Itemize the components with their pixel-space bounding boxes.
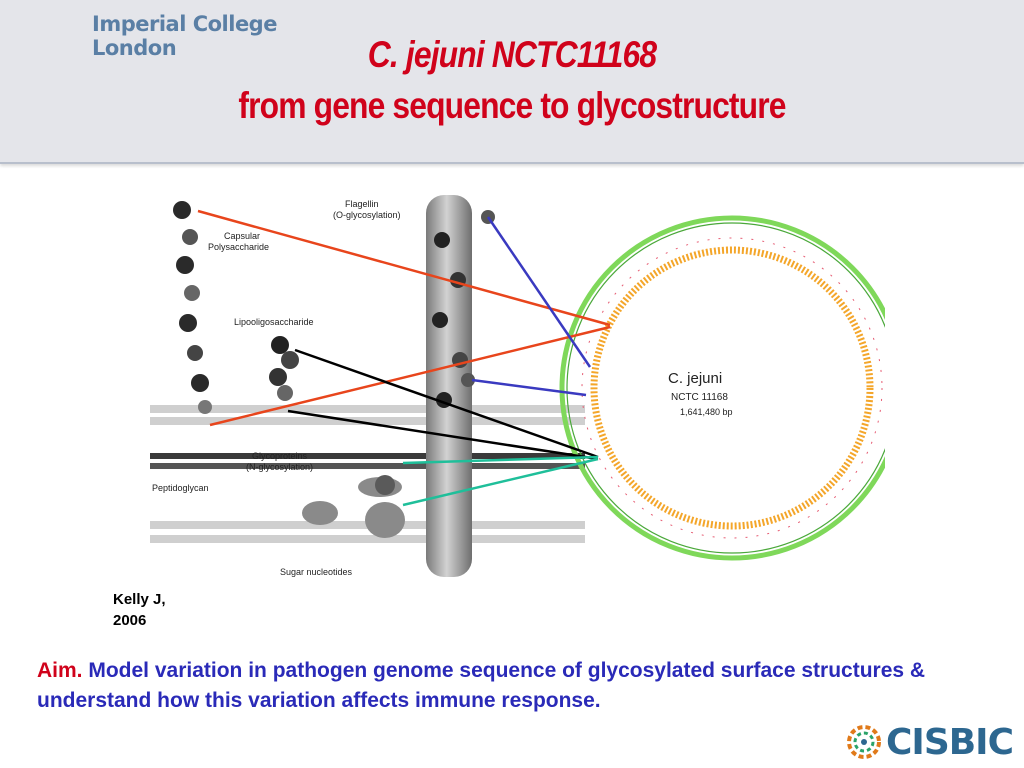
capsular-polysaccharide-chain <box>173 201 212 414</box>
slide-title-line-1: C. jejuni NCTC11168 <box>367 34 657 75</box>
peptidoglycan-layer <box>150 453 585 469</box>
logo-line-1: Imperial College <box>92 12 277 36</box>
label-sugar-nucleotides: Sugar nucleotides <box>280 567 353 577</box>
connector-glyco-2 <box>402 457 599 507</box>
label-capsular: Capsular <box>224 231 260 241</box>
label-flagellin: Flagellin <box>345 199 379 209</box>
connector-los-2 <box>287 409 599 461</box>
logo-line-2: London <box>92 36 177 60</box>
connector-flagellin-2 <box>471 378 587 397</box>
imperial-college-logo: Imperial College London <box>92 12 277 60</box>
genome-size: 1,641,480 bp <box>680 407 733 417</box>
citation-author: Kelly J, <box>113 591 166 608</box>
connector-glyco-1 <box>402 455 599 465</box>
lipooligosaccharide-cluster <box>269 336 299 401</box>
genome-strain: NCTC 11168 <box>671 392 728 403</box>
slide-title-line-2: from gene sequence to glycostructure <box>238 85 786 126</box>
connector-lines <box>197 209 611 507</box>
glycostructure-figure: Flagellin (O-glycosylation) Capsular Pol… <box>150 195 905 590</box>
aim-label: Aim. <box>37 659 83 682</box>
connector-los-1 <box>294 348 599 459</box>
label-flagellin-sub: (O-glycosylation) <box>333 210 401 220</box>
label-polysaccharide: Polysaccharide <box>208 242 269 252</box>
connector-capsule-1 <box>197 209 611 327</box>
label-glycoproteins: Glycoproteins <box>252 451 308 461</box>
aim-statement: Aim. Model variation in pathogen genome … <box>37 656 997 716</box>
cisbic-logo: CISBIC <box>844 721 1014 763</box>
connector-capsule-2 <box>209 325 611 427</box>
citation: Kelly J, 2006 <box>113 589 203 631</box>
slide-header: Imperial College London C. jejuni NCTC11… <box>0 0 1024 164</box>
label-peptidoglycan: Peptidoglycan <box>152 483 209 493</box>
cisbic-wordmark: CISBIC <box>886 721 1014 763</box>
figure-svg: Flagellin (O-glycosylation) Capsular Pol… <box>150 195 905 577</box>
aim-text: Model variation in pathogen genome seque… <box>37 659 926 712</box>
label-lipooligosaccharide: Lipooligosaccharide <box>234 317 314 327</box>
glycoprotein-clusters <box>302 475 405 538</box>
cisbic-emblem-icon <box>847 725 881 759</box>
citation-year: 2006 <box>113 612 147 629</box>
label-glycoproteins-sub: (N-glycosylation) <box>246 462 313 472</box>
genome-map: C. jejuni NCTC 11168 1,641,480 bp <box>559 215 905 561</box>
connector-flagellin-1 <box>486 216 592 368</box>
genome-name: C. jejuni <box>668 370 722 387</box>
flagellum <box>426 195 495 577</box>
